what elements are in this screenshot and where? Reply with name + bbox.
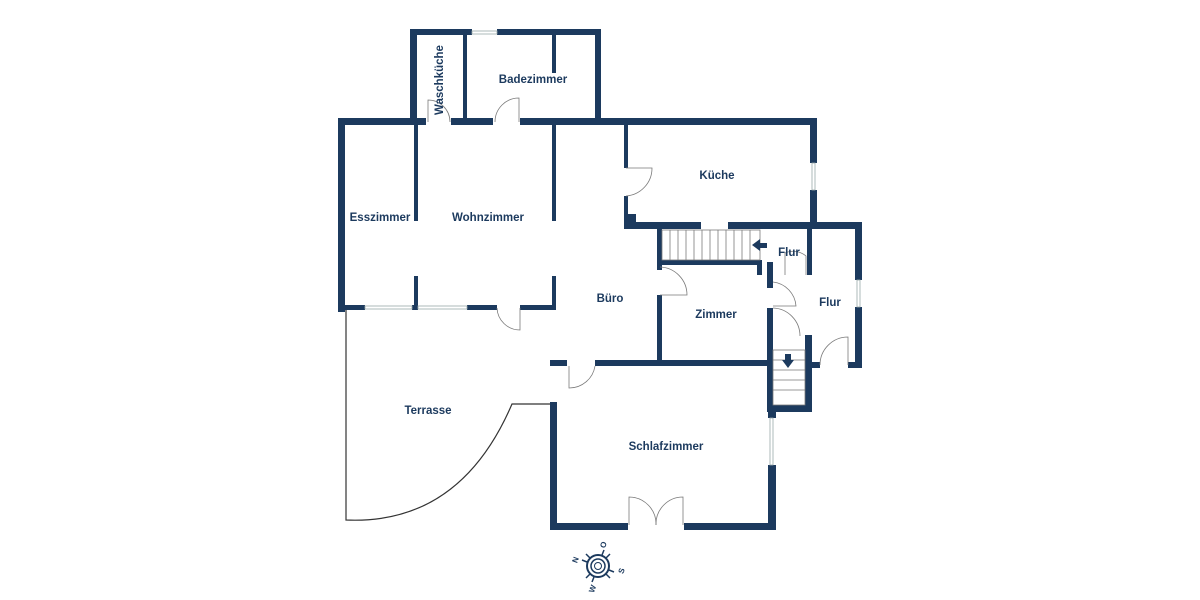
compass-n: N (570, 555, 581, 564)
label-badezimmer: Badezimmer (499, 74, 568, 86)
doors (427, 97, 849, 526)
walls (338, 29, 862, 530)
label-flur-upper: Flur (778, 247, 800, 259)
label-buero: Büro (597, 293, 624, 305)
stair-arrow-icon (752, 239, 767, 251)
compass-s: S (616, 566, 627, 575)
label-esszimmer: Esszimmer (350, 212, 411, 224)
stair-arrow-icon (782, 354, 794, 368)
compass-icon: N O S W (570, 540, 627, 594)
compass-w: W (587, 583, 598, 594)
compass-o: O (598, 540, 609, 549)
label-waschkueche: Waschküche (434, 45, 446, 115)
label-wohnzimmer: Wohnzimmer (452, 212, 525, 224)
stairs (661, 229, 806, 406)
label-zimmer: Zimmer (695, 309, 737, 321)
windows (364, 30, 861, 466)
label-flur-right: Flur (819, 297, 841, 309)
label-terrasse: Terrasse (404, 405, 451, 417)
label-schlafzimmer: Schlafzimmer (629, 441, 704, 453)
room-labels: Waschküche Badezimmer Esszimmer Wohnzimm… (350, 45, 842, 453)
label-kueche: Küche (699, 170, 734, 182)
terrasse-outline (345, 310, 550, 521)
